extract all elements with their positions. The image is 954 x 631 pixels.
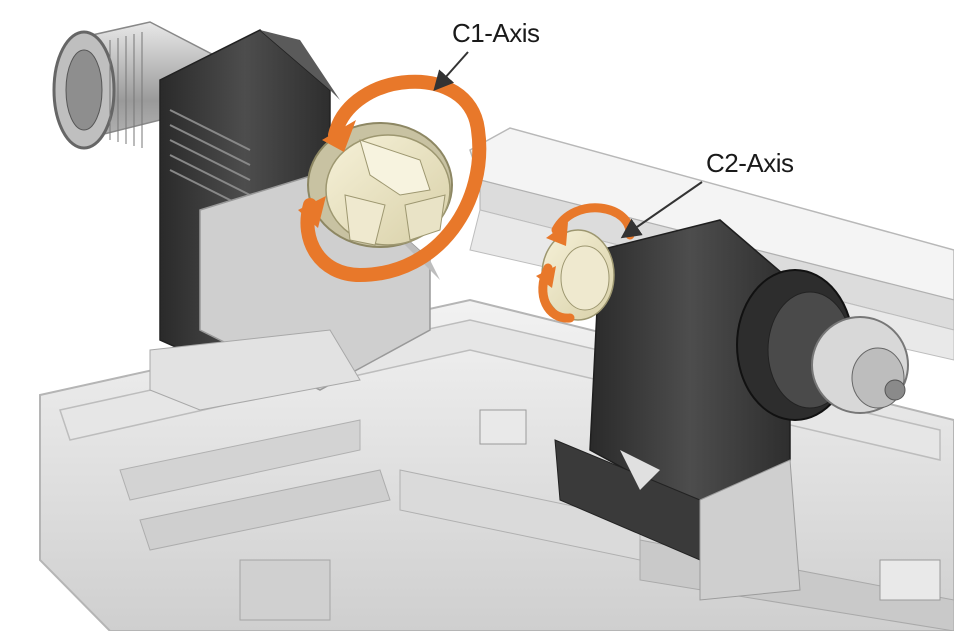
sub-spindle-headstock: [554, 219, 909, 601]
c1-arrowhead-bottom: [298, 196, 326, 228]
c2-arrowhead-bottom: [536, 266, 556, 288]
c1-rotation-arrow: [300, 74, 487, 283]
c2-leader-line: [620, 181, 703, 239]
sub-chuck: [541, 229, 615, 321]
c1-arrowhead-top: [322, 120, 356, 152]
c2-axis-label: C2-Axis: [706, 148, 794, 178]
c2-arrowhead-top: [546, 222, 568, 246]
c1-leader-line: [433, 51, 469, 91]
c1-axis-label: C1-Axis: [452, 18, 540, 48]
main-chuck: [307, 122, 453, 248]
